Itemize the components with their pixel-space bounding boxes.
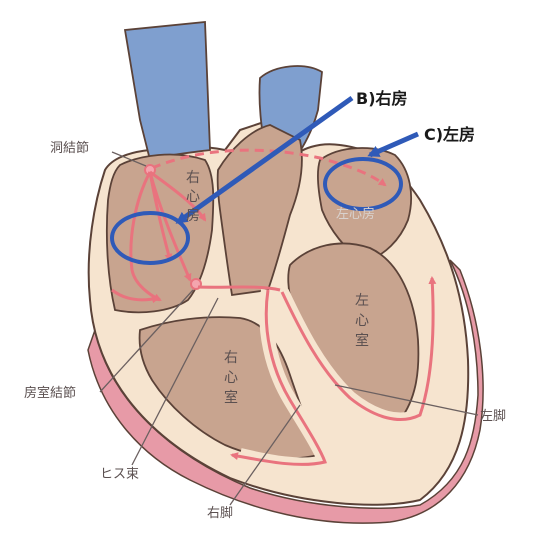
- answer-label-c: C)左房: [424, 125, 475, 144]
- interatrial-pathway-dashed: [151, 148, 387, 187]
- right-bundle-branch-line: [230, 289, 327, 466]
- label-right-ventricle-2: 心: [224, 370, 238, 386]
- circle-left-atrium: [323, 157, 403, 211]
- label-right-atrium-2: 心: [186, 189, 200, 205]
- label-left-ventricle-1: 左: [355, 293, 369, 309]
- label-left-ventricle-2: 心: [355, 313, 369, 329]
- leader-left-bundle: [334, 384, 479, 416]
- leader-av-node: [99, 289, 194, 393]
- circle-right-atrium: [110, 211, 190, 265]
- answer-label-b: B)右房: [356, 89, 408, 108]
- label-his-bundle: ヒス束: [100, 467, 139, 482]
- his-bundle-line: [197, 285, 281, 292]
- label-right-atrium-1: 右: [186, 170, 200, 186]
- internodal-pathway-4: [111, 288, 160, 304]
- label-left-atrium: 左心房: [336, 206, 375, 222]
- internodal-pathway-1: [129, 171, 162, 302]
- label-left-bundle: 左脚: [480, 408, 506, 424]
- label-av-node: 房室結節: [24, 385, 76, 401]
- label-right-ventricle-1: 右: [224, 350, 238, 366]
- pericardium-layer: [87, 259, 484, 524]
- label-right-atrium-3: 房: [186, 208, 200, 224]
- leader-right-bundle: [229, 404, 301, 506]
- label-right-bundle: 右脚: [207, 505, 233, 521]
- aortic-column: [216, 124, 303, 297]
- leader-his-bundle: [131, 297, 219, 466]
- superior-vena-cava: [123, 21, 211, 162]
- arrow-c-left-atrium: [367, 131, 420, 158]
- leader-sa-node: [111, 151, 147, 167]
- arrow-b-right-atrium: [175, 95, 354, 225]
- label-right-ventricle-3: 室: [224, 389, 238, 406]
- internodal-pathway-5: [149, 170, 207, 222]
- left-bundle-branch-line: [280, 276, 437, 421]
- label-sa-node: 洞結節: [50, 141, 89, 156]
- label-left-ventricle-3: 室: [355, 332, 369, 349]
